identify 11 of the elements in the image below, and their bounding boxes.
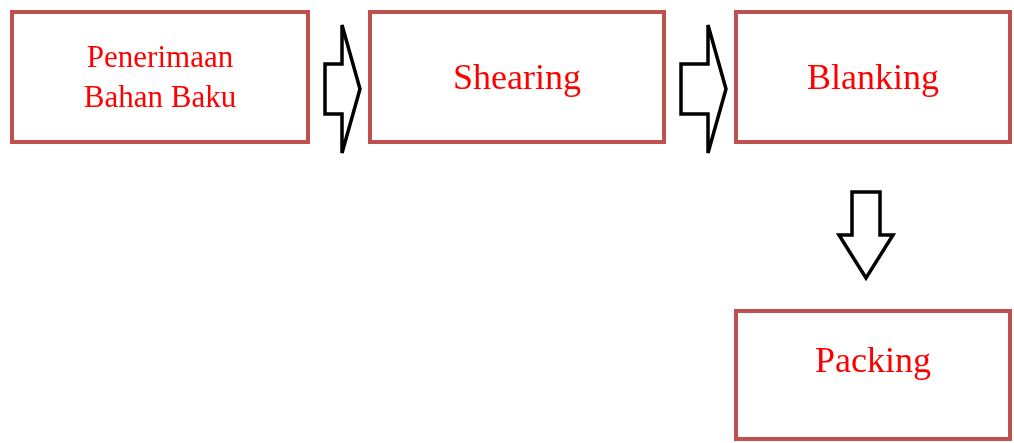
process-box [734, 10, 1012, 144]
block-arrow [679, 23, 728, 155]
process-box [10, 10, 310, 144]
step-label: Blanking [807, 55, 939, 99]
step-label: Packing [815, 339, 931, 382]
process-box [368, 10, 666, 144]
step-label: Shearing [453, 55, 581, 99]
block-arrow [835, 190, 897, 282]
step-label: Penerimaan Bahan Baku [82, 37, 238, 116]
process-box [734, 309, 1012, 441]
block-arrow [323, 23, 362, 155]
